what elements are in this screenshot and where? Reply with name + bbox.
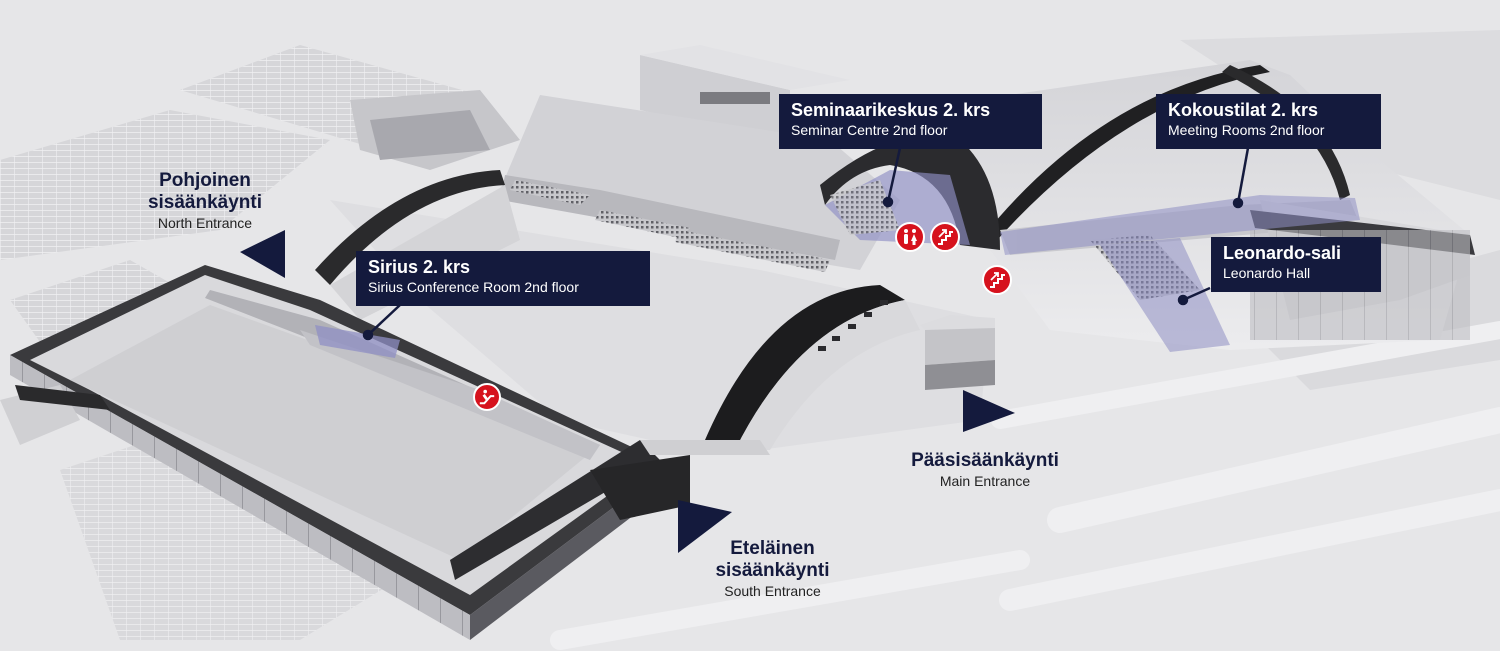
entrance-name-en: North Entrance: [157, 215, 253, 231]
room-label-seminar[interactable]: Seminaarikeskus 2. krs Seminar Centre 2n…: [779, 94, 1042, 149]
stairs-icon: [990, 272, 1005, 288]
escalator-marker[interactable]: [473, 383, 501, 411]
room-label-leonardo[interactable]: Leonardo-sali Leonardo Hall: [1211, 237, 1381, 292]
room-label-sirius[interactable]: Sirius 2. krs Sirius Conference Room 2nd…: [356, 251, 650, 306]
stairs-marker-2[interactable]: [982, 265, 1012, 295]
entrance-name-fi-1: Pohjoinen: [159, 170, 251, 191]
room-name-fi: Kokoustilat 2. krs: [1168, 100, 1319, 120]
entrance-pavilion: [920, 315, 995, 390]
room-name-fi: Seminaarikeskus 2. krs: [791, 100, 991, 120]
entrance-name-en: Main Entrance: [939, 473, 1031, 489]
entrance-name-fi-1: Eteläinen: [730, 538, 815, 559]
restroom-icon: [904, 229, 917, 245]
stairs-marker-1[interactable]: [930, 222, 960, 252]
entrance-name-fi-1: Pääsisäänkäynti: [911, 450, 1059, 471]
entrance-north[interactable]: Pohjoinen sisäänkäynti North Entrance: [120, 170, 290, 232]
room-name-en: Seminar Centre 2nd floor: [791, 122, 948, 138]
entrance-main[interactable]: Pääsisäänkäynti Main Entrance: [880, 450, 1090, 490]
entrance-name-fi-2: sisäänkäynti: [715, 560, 830, 581]
stairs-icon: [938, 229, 953, 245]
sirius-wing: [0, 265, 690, 640]
room-name-fi: Sirius 2. krs: [368, 257, 471, 277]
room-name-en: Sirius Conference Room 2nd floor: [368, 279, 579, 295]
room-name-en: Meeting Rooms 2nd floor: [1168, 122, 1325, 138]
highlight-zones: [1000, 195, 1360, 352]
entrance-name-fi-2: sisäänkäynti: [147, 192, 263, 213]
seminar-arch: [820, 135, 1000, 250]
room-name-en: Leonardo Hall: [1223, 265, 1311, 281]
room-name-fi: Leonardo-sali: [1223, 243, 1342, 263]
escalator-icon: [479, 389, 495, 405]
restroom-marker[interactable]: [895, 222, 925, 252]
main-arch: [705, 285, 920, 450]
entrance-south[interactable]: Eteläinen sisäänkäynti South Entrance: [690, 538, 855, 600]
room-label-meeting[interactable]: Kokoustilat 2. krs Meeting Rooms 2nd flo…: [1156, 94, 1381, 149]
entrance-name-en: South Entrance: [724, 583, 821, 599]
roads: [550, 321, 1500, 650]
